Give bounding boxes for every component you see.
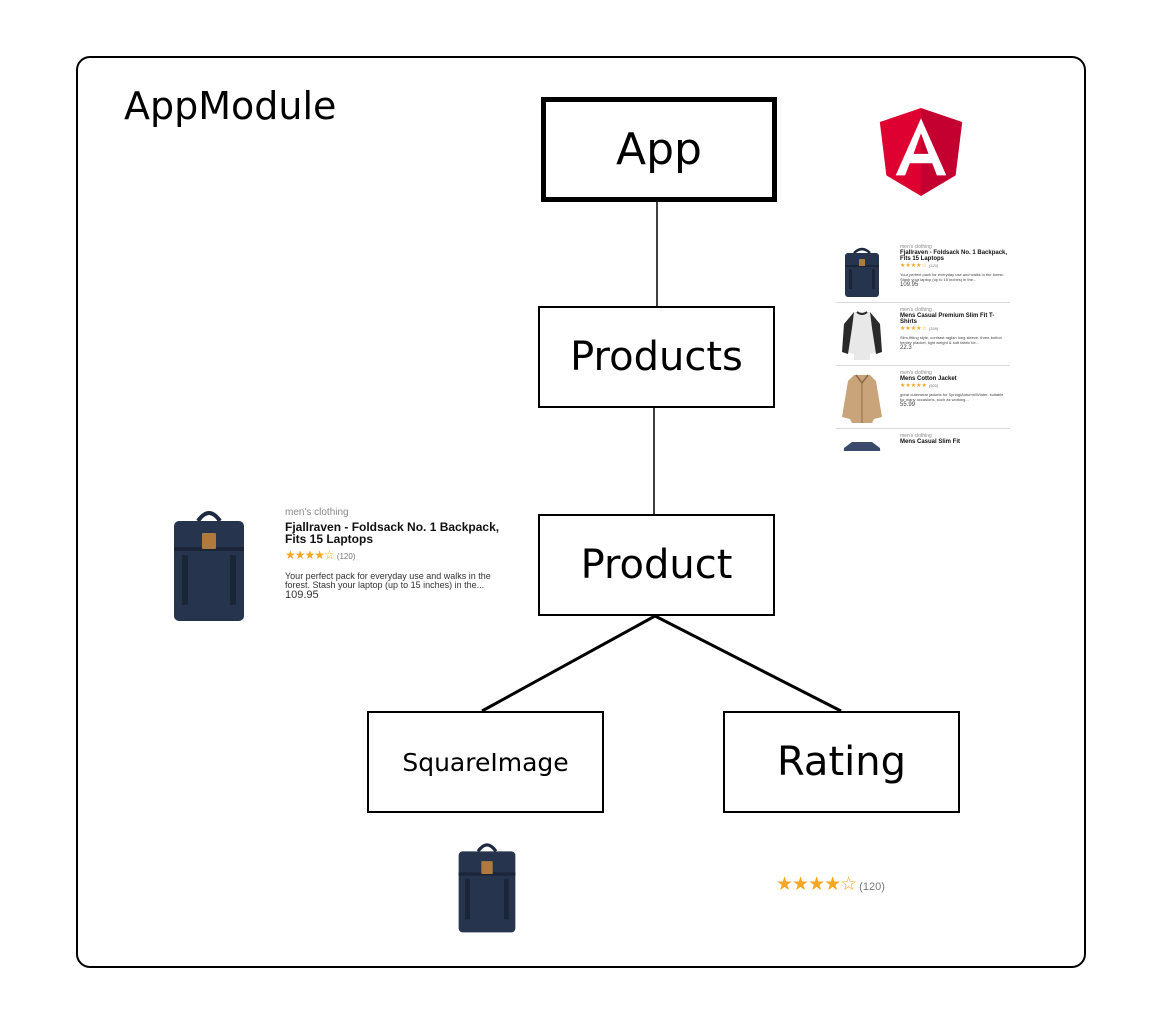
product-category: men's clothing bbox=[900, 244, 932, 250]
rating-count: (120) bbox=[859, 881, 885, 893]
backpack-icon bbox=[458, 843, 516, 933]
product-description: Slim-fitting style, contrast raglan long… bbox=[900, 335, 1002, 345]
products-list-preview: men's clothing Fjallraven - Foldsack No.… bbox=[836, 240, 1010, 451]
product-title: Mens Casual Premium Slim Fit T-Shirts bbox=[900, 313, 995, 325]
list-item: men's clothing Mens Casual Premium Slim … bbox=[836, 303, 1010, 366]
node-square-image: SquareImage bbox=[367, 711, 604, 813]
edge-product-rating bbox=[654, 614, 842, 713]
backpack-icon bbox=[845, 247, 879, 297]
module-title: AppModule bbox=[124, 84, 337, 128]
node-product: Product bbox=[538, 514, 775, 616]
star-rating: ★★★★☆ bbox=[285, 548, 335, 562]
shirt-icon bbox=[843, 442, 881, 451]
product-description: great outerwear jackets for Spring/Autum… bbox=[900, 392, 1004, 402]
list-item: men's clothing Fjallraven - Foldsack No.… bbox=[836, 240, 1010, 303]
product-price: 55.99 bbox=[900, 402, 916, 408]
product-card: men's clothing Fjallraven - Foldsack No.… bbox=[285, 507, 515, 601]
list-item: men's clothing Mens Cotton Jacket ★★★★★(… bbox=[836, 366, 1010, 429]
angular-logo-icon bbox=[879, 108, 963, 196]
star-rating: ★★★★☆ bbox=[776, 874, 857, 895]
product-category: men's clothing bbox=[900, 307, 932, 313]
node-app: App bbox=[541, 97, 777, 202]
product-title: Mens Casual Slim Fit bbox=[900, 439, 961, 445]
product-title: Fjallraven - Foldsack No. 1 Backpack, Fi… bbox=[285, 520, 500, 546]
rating-count: (120) bbox=[928, 263, 939, 268]
product-category: men's clothing bbox=[285, 507, 349, 518]
star-rating: ★★★★☆ bbox=[900, 263, 927, 269]
rating-example: ★★★★☆(120) bbox=[776, 873, 885, 896]
product-category: men's clothing bbox=[900, 370, 932, 376]
product-category: men's clothing bbox=[900, 433, 932, 439]
product-price: 109.95 bbox=[285, 589, 319, 601]
raglan-shirt-icon bbox=[842, 311, 882, 360]
node-rating: Rating bbox=[723, 711, 960, 813]
product-title: Fjallraven - Foldsack No. 1 Backpack, Fi… bbox=[900, 250, 1008, 262]
edge-product-squareimage bbox=[481, 614, 656, 713]
product-description: Your perfect pack for everyday use and w… bbox=[900, 272, 1004, 282]
product-title: Mens Cotton Jacket bbox=[900, 376, 957, 382]
star-rating: ★★★★★ bbox=[900, 383, 927, 389]
node-products: Products bbox=[538, 306, 775, 408]
jacket-icon bbox=[842, 374, 882, 423]
list-item: men's clothing Mens Casual Slim Fit bbox=[836, 429, 1010, 451]
rating-count: (259) bbox=[928, 326, 939, 331]
app-module-frame bbox=[76, 56, 1086, 968]
star-rating: ★★★★☆ bbox=[900, 326, 927, 332]
rating-count: (500) bbox=[928, 383, 939, 388]
product-price: 22.3 bbox=[900, 345, 912, 351]
product-price: 109.95 bbox=[900, 282, 919, 288]
rating-count: (120) bbox=[336, 552, 356, 561]
product-description: Your perfect pack for everyday use and w… bbox=[285, 571, 491, 590]
backpack-icon bbox=[174, 511, 244, 621]
